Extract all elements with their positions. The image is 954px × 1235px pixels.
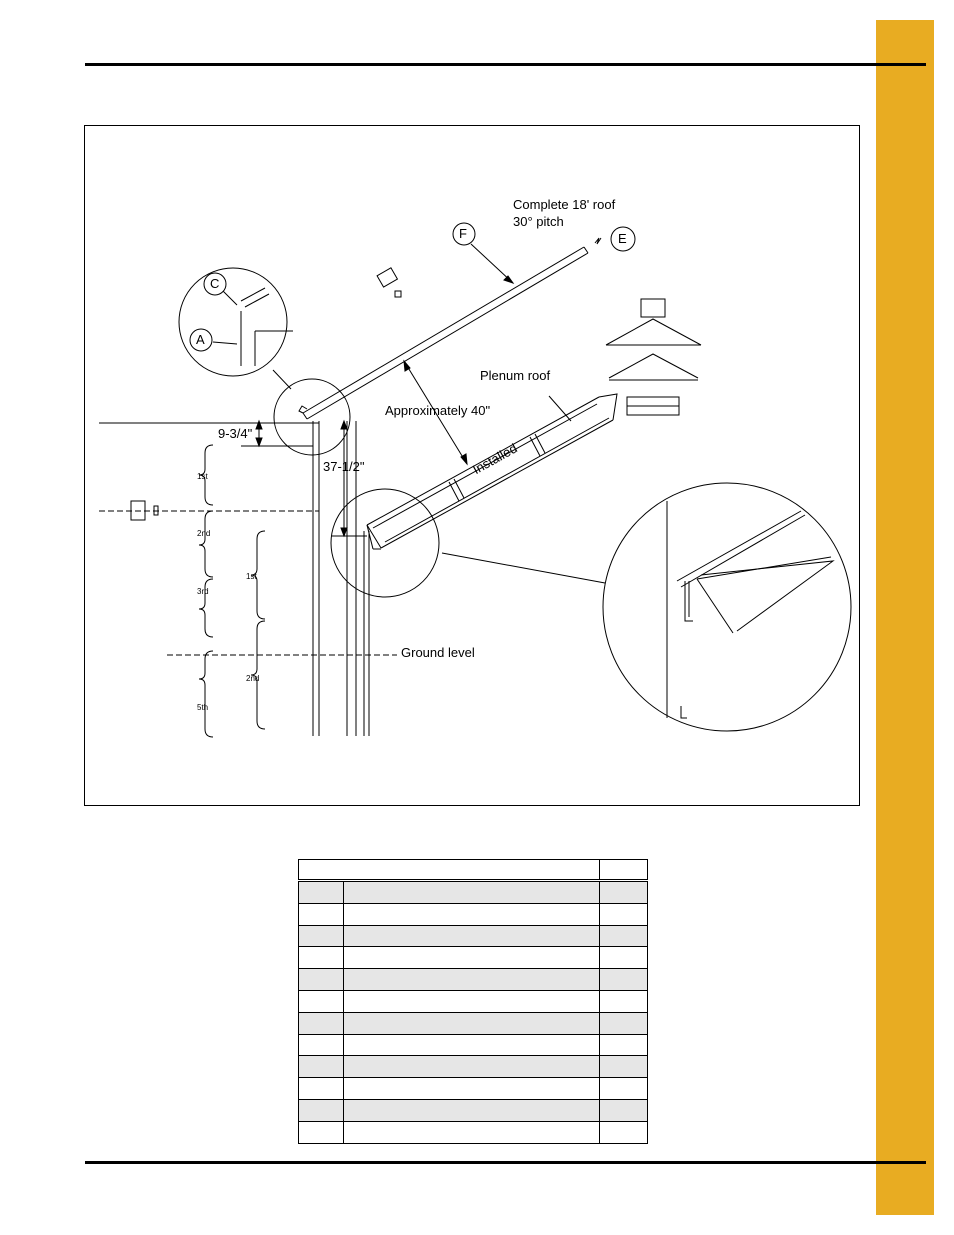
description-cell [343,903,600,926]
qty-cell [599,903,648,926]
qty-cell [599,1034,648,1057]
main-roof-panel [298,237,602,420]
roof-cross-sections [605,298,702,416]
ring-label-1st: 1st [197,472,208,481]
description-cell [343,1012,600,1035]
description-cell [343,1099,600,1122]
qty-cell [599,880,648,904]
ref-cell [298,880,344,904]
ref-cell [298,990,344,1013]
table-row [298,990,648,1013]
callout-e-circle [610,226,636,252]
bin-wall-section [99,419,397,736]
table-header-row [298,859,648,882]
ground-level-label: Ground level [401,645,475,660]
qty-cell [599,1012,648,1035]
callout-f-label: F [459,226,467,241]
description-cell [343,1055,600,1079]
qty-cell [599,1121,648,1144]
dim-9-3-4-label: 9-3/4" [218,426,253,441]
table-header-description [298,859,600,882]
inner-ring-label-1st: 1st [246,572,257,581]
detail-circles [178,267,852,732]
dim-37-1-2-label: 37-1/2" [323,459,365,474]
description-cell [343,925,600,948]
table-row [298,880,648,904]
qty-cell [599,1099,648,1122]
table-row [298,903,648,926]
vent-part [376,267,402,298]
table-header-qty [599,859,648,882]
approx-40-label: Approximately 40" [385,403,491,418]
ring-label-3rd: 3rd [197,587,209,596]
chapter-side-tab [876,20,934,1215]
qty-cell [599,925,648,948]
ref-cell [298,903,344,926]
description-cell [343,968,600,991]
qty-cell [599,1055,648,1079]
callout-e-label: E [618,231,627,246]
callout-c-label: C [210,276,220,291]
description-cell [343,946,600,970]
table-row [298,925,648,948]
qty-cell [599,990,648,1013]
ref-cell [298,946,344,970]
ref-cell [298,1077,344,1100]
complete-roof-label-line1: Complete 18' roof [513,197,616,212]
table-row [298,968,648,991]
ref-cell [298,1121,344,1144]
ref-cell [298,968,344,991]
table-row [298,946,648,970]
description-cell [343,990,600,1013]
ref-cell [298,925,344,948]
table-row [298,1099,648,1122]
plenum-roof-label: Plenum roof [480,368,551,383]
callout-f-leader [452,222,515,284]
ring-label-2nd: 2nd [197,529,211,538]
table-row [298,1012,648,1035]
complete-roof-label-line2: 30° pitch [513,214,564,229]
eave-detail-zoom [666,501,835,719]
plenum-roof-figure: Complete 18' roof 30° pitch F E C A Plen… [84,125,860,806]
ref-cell [298,1034,344,1057]
callout-a-label: A [196,332,205,347]
plenum-roof-panel [366,393,618,550]
description-cell [343,1121,600,1144]
roof-assembly-drawing [99,222,852,738]
qty-cell [599,1077,648,1100]
table-row [298,1055,648,1079]
ref-cell [298,1012,344,1035]
description-cell [343,1034,600,1057]
qty-cell [599,968,648,991]
inner-ring-label-2nd: 2nd [246,674,260,683]
footer-rule [85,1161,926,1164]
description-cell [343,1077,600,1100]
ring-braces [198,444,266,738]
ring-label-5th: 5th [197,703,209,712]
ref-cell [298,1055,344,1079]
table-row [298,1077,648,1100]
description-cell [343,880,600,904]
table-row [298,1034,648,1057]
header-rule [85,63,926,66]
parts-list-table [298,859,648,1144]
qty-cell [599,946,648,970]
table-row [298,1121,648,1144]
approx-40-dimension [403,359,468,466]
ref-cell [298,1099,344,1122]
